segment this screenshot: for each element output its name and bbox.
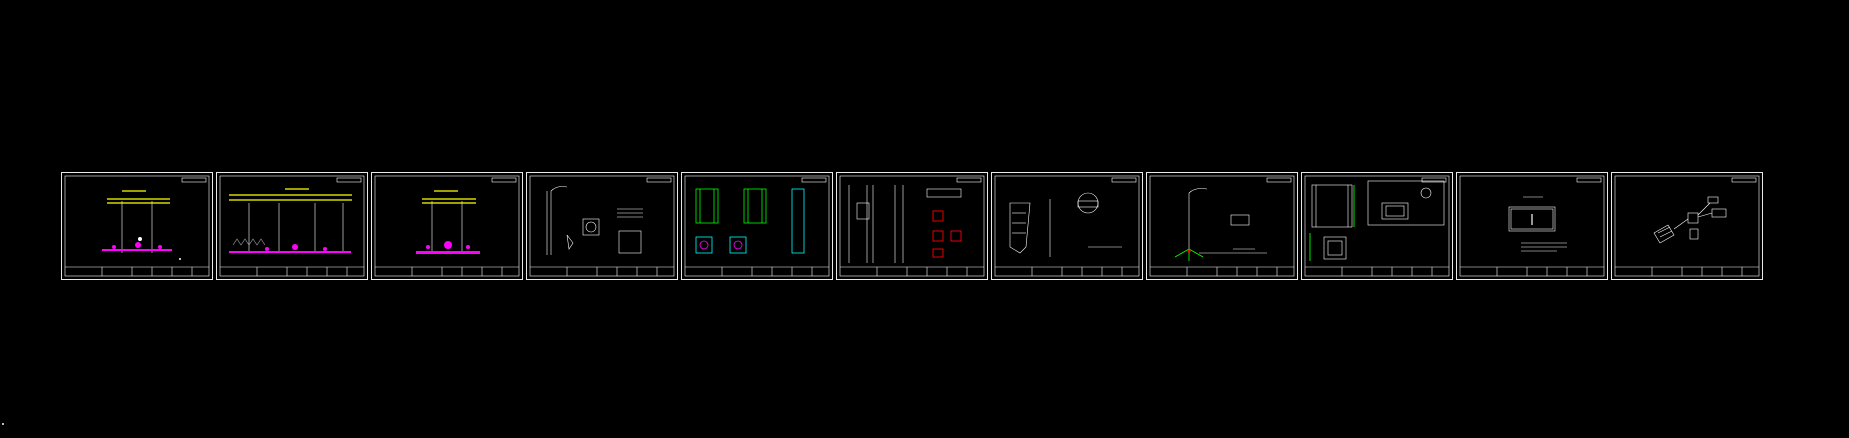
drawing-sheet-8[interactable] bbox=[1146, 172, 1298, 280]
drawing-sheet-7[interactable] bbox=[991, 172, 1143, 280]
lamp-head-detail-icon bbox=[994, 175, 1140, 277]
drawing-sheet-4[interactable] bbox=[526, 172, 678, 280]
street-light-elevation-wide-icon bbox=[219, 175, 365, 277]
drawing-sheet-11[interactable] bbox=[1611, 172, 1763, 280]
foundation-detail-icon bbox=[684, 175, 830, 277]
drawing-sheet-3[interactable] bbox=[371, 172, 523, 280]
crosshair-cursor-icon bbox=[2, 423, 4, 425]
drawing-sheet-5[interactable] bbox=[681, 172, 833, 280]
drawing-sheet-6[interactable] bbox=[836, 172, 988, 280]
wiring-diagram-icon bbox=[1614, 175, 1760, 277]
drawing-sheet-2[interactable] bbox=[216, 172, 368, 280]
drawing-sheet-1[interactable] bbox=[61, 172, 213, 280]
nameplate-detail-icon bbox=[1459, 175, 1605, 277]
grounding-detail-icon bbox=[1149, 175, 1295, 277]
street-light-elevation-icon bbox=[64, 175, 210, 277]
drawing-sheet-9[interactable] bbox=[1301, 172, 1453, 280]
cable-well-detail-icon bbox=[1304, 175, 1450, 277]
pole-detail-icon bbox=[529, 175, 675, 277]
pole-sections-icon bbox=[839, 175, 985, 277]
drawing-sheet-10[interactable] bbox=[1456, 172, 1608, 280]
street-light-elevation-magenta-icon bbox=[374, 175, 520, 277]
